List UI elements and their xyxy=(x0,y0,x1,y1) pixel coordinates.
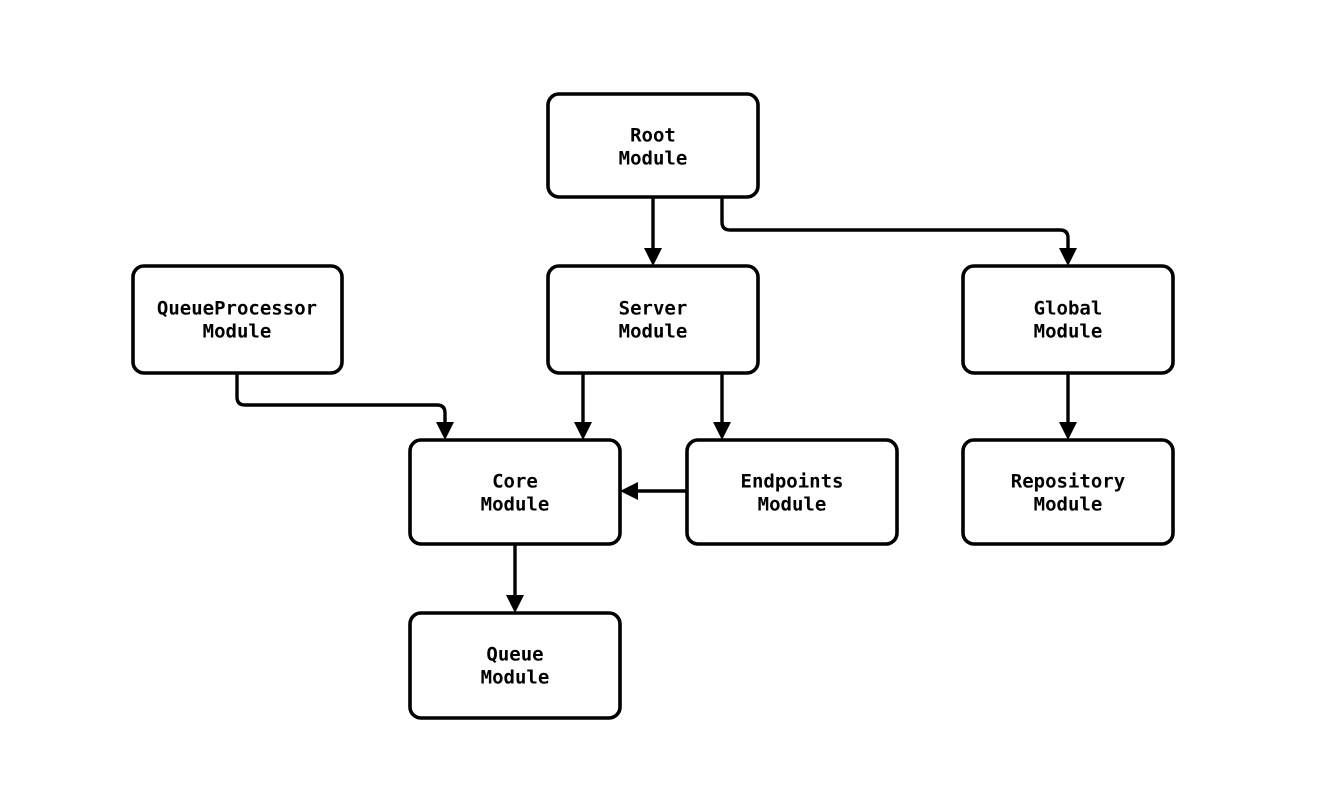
edge-global-to-repository xyxy=(1059,373,1077,440)
node-queue-module-label-line1: Queue xyxy=(486,644,543,666)
node-global-module[interactable]: Global Module xyxy=(961,264,1175,375)
arrowhead-icon xyxy=(1059,248,1077,266)
node-core-module[interactable]: Core Module xyxy=(408,438,622,546)
arrowhead-icon xyxy=(644,248,662,266)
node-queueprocessor-module[interactable]: QueueProcessor Module xyxy=(131,264,344,375)
arrowhead-icon xyxy=(620,482,638,500)
node-repository-module-box[interactable] xyxy=(961,438,1175,546)
node-root-module-label-line1: Root xyxy=(630,125,676,147)
node-queueprocessor-module-label-line2: Module xyxy=(203,321,272,343)
node-server-module[interactable]: Server Module xyxy=(546,264,760,375)
edge-root-to-global xyxy=(720,197,1077,266)
node-repository-module-label-line1: Repository xyxy=(1011,471,1125,493)
arrowhead-icon xyxy=(574,422,592,440)
node-server-module-label-line1: Server xyxy=(619,298,688,320)
node-root-module-box[interactable] xyxy=(546,92,760,199)
node-global-module-label-line2: Module xyxy=(1034,321,1103,343)
node-server-module-label-line2: Module xyxy=(619,321,688,343)
node-repository-module-label-line2: Module xyxy=(1034,494,1103,516)
node-core-module-box[interactable] xyxy=(408,438,622,546)
arrowhead-icon xyxy=(713,422,731,440)
edge-server-to-core xyxy=(574,373,592,440)
node-root-module-label-line2: Module xyxy=(619,148,688,170)
arrowhead-icon xyxy=(436,422,454,440)
edge-core-to-queue xyxy=(506,544,524,613)
edge-root-to-server xyxy=(644,197,662,266)
edge-server-to-endpoints xyxy=(713,373,731,440)
node-root-module[interactable]: Root Module xyxy=(546,92,760,199)
arrowhead-icon xyxy=(1059,422,1077,440)
node-queue-module-label-line2: Module xyxy=(481,667,550,689)
edge-layer xyxy=(235,197,1077,613)
node-endpoints-module-label-line2: Module xyxy=(758,494,827,516)
edge-queueprocessor-to-core xyxy=(235,373,454,440)
node-endpoints-module-box[interactable] xyxy=(685,438,899,546)
node-queueprocessor-module-label-line1: QueueProcessor xyxy=(157,298,317,320)
node-core-module-label-line1: Core xyxy=(492,471,538,493)
node-endpoints-module[interactable]: Endpoints Module xyxy=(685,438,899,546)
arrowhead-icon xyxy=(506,595,524,613)
node-queue-module[interactable]: Queue Module xyxy=(408,611,622,720)
node-queue-module-box[interactable] xyxy=(408,611,622,720)
node-server-module-box[interactable] xyxy=(546,264,760,375)
node-repository-module[interactable]: Repository Module xyxy=(961,438,1175,546)
node-queueprocessor-module-box[interactable] xyxy=(131,264,344,375)
node-endpoints-module-label-line1: Endpoints xyxy=(741,471,844,493)
node-global-module-box[interactable] xyxy=(961,264,1175,375)
edge-endpoints-to-core xyxy=(620,482,687,500)
node-layer: Root Module QueueProcessor Module Server… xyxy=(131,92,1175,720)
node-global-module-label-line1: Global xyxy=(1034,298,1103,320)
node-core-module-label-line2: Module xyxy=(481,494,550,516)
